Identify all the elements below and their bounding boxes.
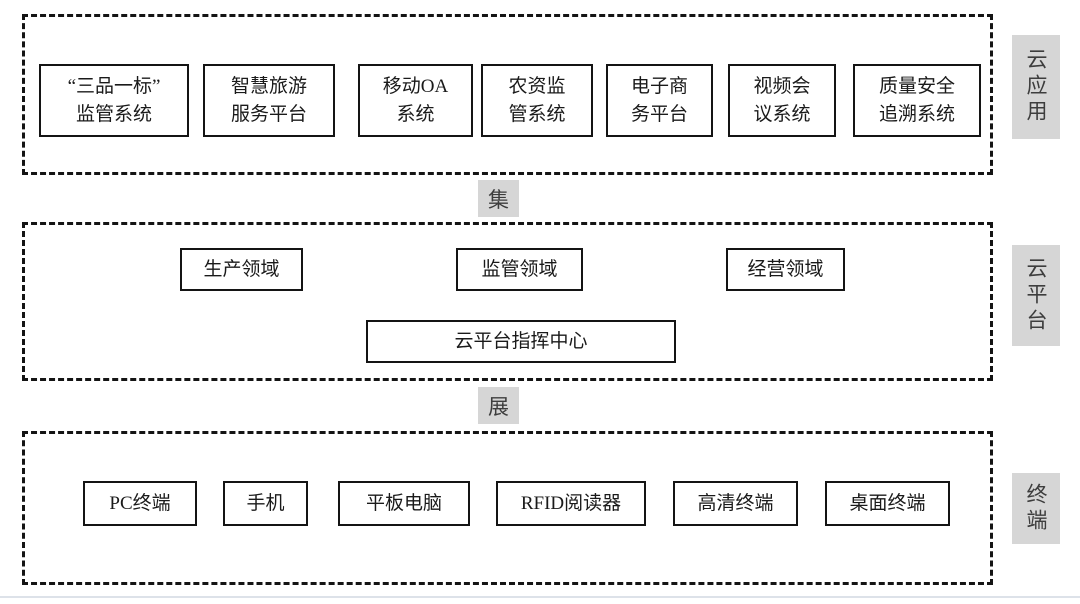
terminal-box-pc: PC终端	[83, 481, 197, 526]
layer-cloud-platform: 生产领域 监管领域 经营领域 云平台指挥中心	[22, 222, 993, 381]
app-box-quality-trace: 质量安全 追溯系统	[853, 64, 981, 137]
domain-box-production: 生产领域	[180, 248, 303, 291]
side-label-cloud-platform: 云平台	[1012, 245, 1060, 346]
side-label-terminal: 终端	[1012, 473, 1060, 544]
layer-cloud-app: “三品一标” 监管系统 智慧旅游 服务平台 移动OA 系统 农资监 管系统 电子…	[22, 14, 993, 175]
terminal-box-phone: 手机	[223, 481, 308, 526]
terminal-box-hd: 高清终端	[673, 481, 798, 526]
terminal-box-tablet: 平板电脑	[338, 481, 470, 526]
connector-ji-label: 集	[478, 180, 519, 217]
app-box-mobile-oa: 移动OA 系统	[358, 64, 473, 137]
layer-terminal: PC终端 手机 平板电脑 RFID阅读器 高清终端 桌面终端	[22, 431, 993, 585]
app-box-nongzi: 农资监 管系统	[481, 64, 593, 137]
app-box-smart-tourism: 智慧旅游 服务平台	[203, 64, 335, 137]
terminal-box-rfid-reader: RFID阅读器	[496, 481, 646, 526]
connector-zhan-label: 展	[478, 387, 519, 424]
terminal-box-desktop: 桌面终端	[825, 481, 950, 526]
command-center-box: 云平台指挥中心	[366, 320, 676, 363]
side-label-cloud-app: 云应用	[1012, 35, 1060, 139]
domain-box-operation: 经营领域	[726, 248, 845, 291]
app-box-ecommerce: 电子商 务平台	[606, 64, 713, 137]
app-box-video-conf: 视频会 议系统	[728, 64, 836, 137]
app-box-sanpinyibiao: “三品一标” 监管系统	[39, 64, 189, 137]
bottom-divider	[0, 596, 1080, 598]
domain-box-supervision: 监管领域	[456, 248, 583, 291]
